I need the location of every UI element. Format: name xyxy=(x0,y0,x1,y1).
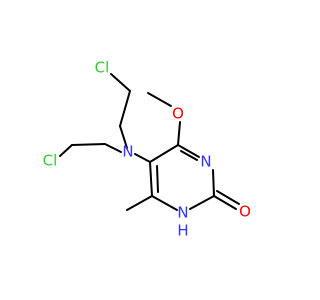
atom-n-amine: N xyxy=(122,143,133,161)
atom-n-ring-1: N xyxy=(177,204,188,222)
bond-o-ch3 xyxy=(147,92,172,107)
atom-o-carbonyl: O xyxy=(239,203,251,221)
bond-cl-bottom-c xyxy=(59,144,73,157)
bond-c5-c4 xyxy=(149,144,179,163)
bond-c-n-upper xyxy=(119,125,128,149)
bond-c2-o xyxy=(213,195,237,210)
atom-cl-top: Cl xyxy=(95,59,110,77)
bond-c-c-lower xyxy=(71,143,106,146)
bond-cl-top-c xyxy=(110,73,131,92)
bond-c4-n3 xyxy=(177,144,200,158)
atom-o-methoxy: O xyxy=(172,105,184,123)
bond-c4-n3-double xyxy=(180,150,198,161)
atom-h-ring-1: H xyxy=(177,222,188,240)
atom-labels: Cl Cl N O N N H O xyxy=(43,59,251,240)
bond-c6-c5-double xyxy=(156,165,159,193)
bond-c2-o-double xyxy=(216,190,240,205)
bond-n1-c6 xyxy=(151,195,178,211)
bond-c6-c5 xyxy=(149,161,153,197)
atom-cl-bottom: Cl xyxy=(43,152,58,170)
bond-c4-o xyxy=(177,121,181,146)
bonds xyxy=(59,73,240,211)
bond-c2-n1 xyxy=(189,195,215,210)
structure-canvas: Cl Cl N O N N H O xyxy=(43,59,251,240)
bond-c6-ch3 xyxy=(126,195,153,211)
bond-c-n-lower xyxy=(104,143,122,153)
bond-c-c-upper xyxy=(119,90,131,127)
molecule-drawing: Cl Cl N O N N H O xyxy=(43,59,251,240)
atom-n-ring-3: N xyxy=(200,153,211,171)
bond-n-c5 xyxy=(134,153,151,163)
bond-n3-c2 xyxy=(212,169,215,197)
